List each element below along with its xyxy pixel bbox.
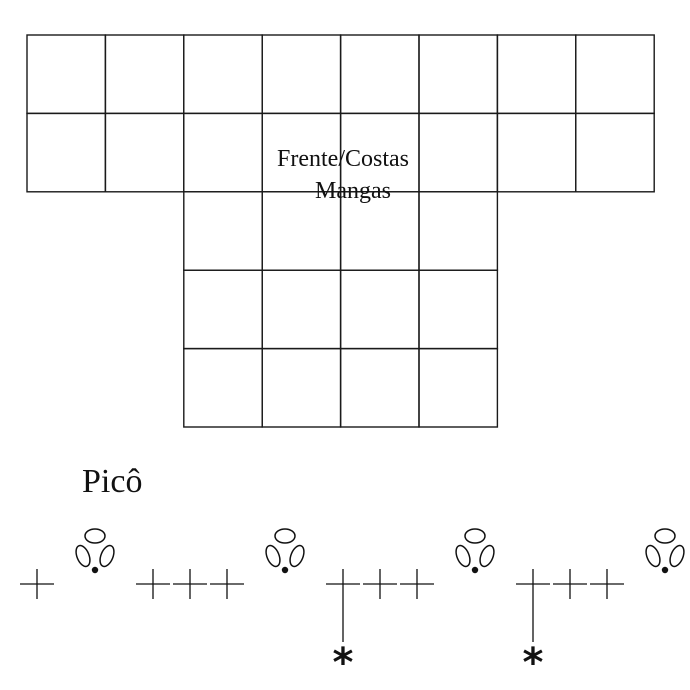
asterisk-marker: * [523,640,544,686]
picot-symbol [645,528,685,574]
grid-cell [183,191,263,271]
garment-grid [26,34,655,428]
grid-cell [26,112,107,193]
grid-cell [183,34,263,115]
grid-cell [339,34,420,115]
single-crochet-symbol [136,569,170,599]
repeat-markers: ** [333,599,544,686]
slip-stitch-dot [661,566,669,574]
grid-cell [183,269,263,350]
grid-cell [418,112,499,193]
grid-cell [261,347,342,428]
single-crochet-symbol [363,569,397,599]
stitch-row [20,528,685,599]
grid-cell [26,34,107,115]
picot-symbol [265,528,305,574]
repeat-marker: * [333,599,354,686]
grid-cell [104,112,185,193]
picot-loop [654,528,676,544]
picot-symbol [75,528,115,574]
grid-cell [339,347,420,428]
picot-loop [645,544,661,568]
picot-loop [464,528,486,544]
grid-cell [418,347,499,428]
single-crochet-symbol [553,569,587,599]
slip-stitch-dot [471,566,479,574]
grid-cell [418,191,499,271]
grid-cell [183,112,263,193]
picot-title: Picô [82,463,142,500]
grid-cell [418,34,499,115]
slip-stitch-dot [281,566,289,574]
grid-cell [496,34,577,115]
picot-loop [274,528,296,544]
picot-loop [265,544,281,568]
picot-loop [479,544,495,568]
grid-cell [261,269,342,350]
sleeves-label: Mangas [315,178,391,204]
picot-symbol [455,528,495,574]
single-crochet-symbol [516,569,550,599]
slip-stitch-dot [91,566,99,574]
grid-cell [418,269,499,350]
grid-cell [575,112,655,193]
picot-loop [289,544,305,568]
picot-loop [669,544,685,568]
single-crochet-symbol [210,569,244,599]
single-crochet-symbol [326,569,360,599]
grid-cell [339,269,420,350]
single-crochet-symbol [590,569,624,599]
grid-cell [261,34,342,115]
single-crochet-symbol [20,569,54,599]
picot-loop [99,544,115,568]
asterisk-marker: * [333,640,354,686]
grid-cell [104,34,185,115]
single-crochet-symbol [400,569,434,599]
repeat-marker: * [523,599,544,686]
single-crochet-symbol [173,569,207,599]
front-back-label: Frente/Costas [277,146,409,172]
picot-loop [75,544,91,568]
picot-loop [455,544,471,568]
picot-loop [84,528,106,544]
grid-cell [575,34,655,115]
grid-cell [183,347,263,428]
grid-cell [496,112,577,193]
